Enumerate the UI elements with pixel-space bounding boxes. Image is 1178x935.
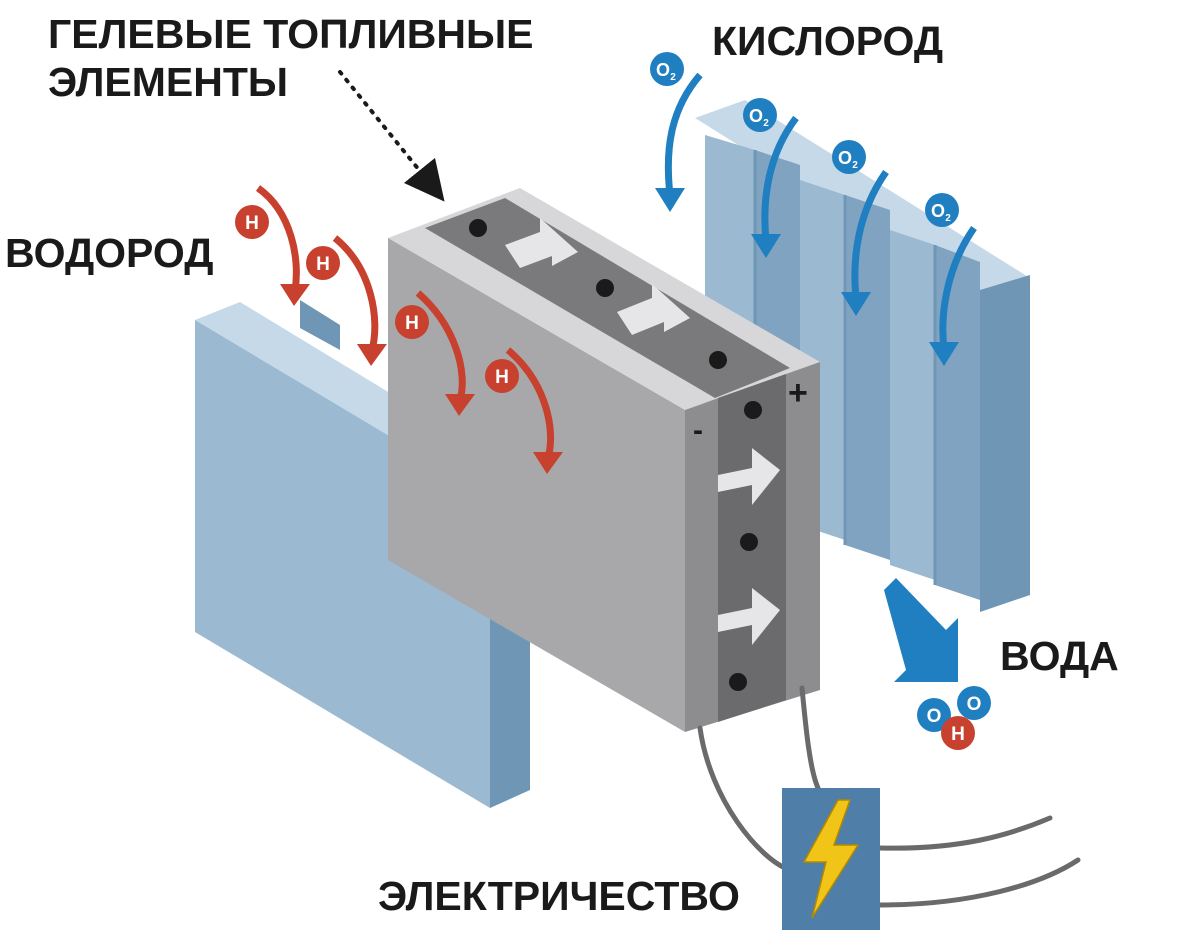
water-label: ВОДА xyxy=(1000,633,1119,679)
flow-arrow-icon xyxy=(718,588,780,645)
electron-dot-icon xyxy=(596,279,614,297)
flow-arrow-icon xyxy=(533,452,563,474)
h-molecule: H xyxy=(316,254,330,275)
flow-arrow-icon xyxy=(280,284,310,306)
water-output: O O H xyxy=(884,578,991,750)
lightning-bolt-icon xyxy=(802,799,860,919)
electron-dot-icon xyxy=(469,219,487,237)
flow-arrow-icon xyxy=(445,394,475,416)
o2-molecule: O xyxy=(931,201,945,221)
electron-dot-icon xyxy=(740,533,758,551)
o2-molecule: O xyxy=(749,106,763,126)
plus-terminal-label: + xyxy=(788,374,808,412)
oxygen-label: КИСЛОРОД xyxy=(712,18,943,64)
minus-terminal-label: - xyxy=(693,414,703,447)
h-molecule: H xyxy=(245,213,259,234)
oxygen-molecules: O 2 O 2 O 2 O 2 xyxy=(650,52,959,227)
flow-arrow-icon xyxy=(357,344,387,366)
electron-dot-icon xyxy=(744,401,762,419)
o2-molecule: O xyxy=(656,60,670,80)
water-o-atom: O xyxy=(967,694,982,715)
gel-fuel-cell xyxy=(388,188,820,732)
power-source xyxy=(782,788,880,930)
oxygen-flow xyxy=(664,72,977,349)
hydrogen-molecules: H H H H xyxy=(235,205,519,393)
electricity-label: ЭЛЕКТРИЧЕСТВО xyxy=(378,873,740,919)
pointer-dotted-arrow xyxy=(338,70,445,202)
flow-arrow-icon xyxy=(655,188,685,212)
fuel-cell-label-line1: ГЕЛЕВЫЕ ТОПЛИВНЫЕ xyxy=(48,11,534,57)
flow-arrow-icon xyxy=(751,234,781,258)
water-o-atom: O xyxy=(927,706,942,727)
flow-arrow-icon xyxy=(929,342,959,366)
o2-subscript: 2 xyxy=(763,118,769,129)
flow-arrow-icon xyxy=(841,292,871,316)
o2-subscript: 2 xyxy=(670,72,676,83)
electron-dot-icon xyxy=(709,351,727,369)
wires xyxy=(697,685,1081,908)
flow-arrow-icon xyxy=(718,448,780,505)
flow-arrow-icon xyxy=(505,218,578,268)
flow-arrow-icon xyxy=(617,284,690,335)
o2-subscript: 2 xyxy=(945,213,951,224)
water-arrow-icon xyxy=(884,578,958,682)
hydrogen-flow xyxy=(255,185,554,459)
o2-molecule: O xyxy=(838,148,852,168)
h-molecule: H xyxy=(495,367,509,388)
fuel-cell-label-line2: ЭЛЕМЕНТЫ xyxy=(48,59,288,105)
o2-subscript: 2 xyxy=(852,160,858,171)
water-h-atom: H xyxy=(951,724,965,745)
electron-dot-icon xyxy=(729,673,747,691)
h-molecule: H xyxy=(405,313,419,334)
hydrogen-label: ВОДОРОД xyxy=(5,230,213,276)
